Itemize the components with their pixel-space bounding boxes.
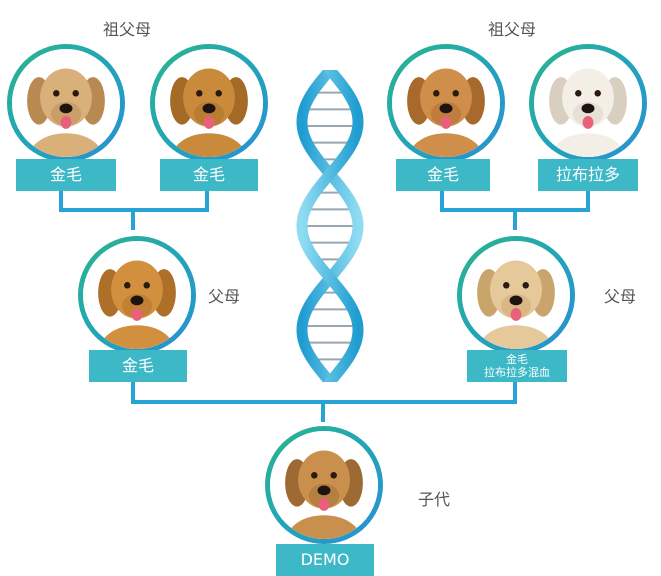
dna-strand-back [296, 70, 364, 382]
connector-gp-left-drop-1 [59, 190, 63, 210]
dna-strand-front [296, 70, 364, 382]
name-tag-child: DEMO [276, 544, 374, 576]
connector-parent-left-drop [131, 382, 135, 402]
name-tag-grandparent-3: 金毛 [396, 159, 490, 191]
offspring-label: 子代 [418, 490, 451, 509]
dog-face-icon [270, 431, 378, 539]
parent-label-right: 父母 [604, 287, 637, 306]
dog-photo-grandparent-1 [7, 44, 125, 162]
name-tag-parent-2: 金毛 拉布拉多混血 [467, 350, 567, 382]
connector-gp-left-stem [131, 208, 135, 230]
connector-gp-right-drop-2 [586, 190, 590, 210]
dog-photo-parent-1 [78, 236, 196, 354]
dog-face-icon [83, 241, 191, 349]
dog-photo-grandparent-2 [150, 44, 268, 162]
dog-photo-grandparent-4 [529, 44, 647, 162]
connector-gp-left-drop-2 [205, 190, 209, 210]
name-tag-parent-2-line2: 拉布拉多混血 [484, 366, 550, 379]
connector-parent-right-drop [513, 382, 517, 402]
name-tag-grandparent-4: 拉布拉多 [538, 159, 638, 191]
parent-label-left: 父母 [208, 287, 241, 306]
dog-face-icon [462, 241, 570, 349]
name-tag-grandparent-1: 金毛 [16, 159, 116, 191]
name-tag-parent-2-line1: 金毛 [506, 353, 528, 366]
connector-child-stem [321, 400, 325, 422]
connector-gp-right-stem [513, 208, 517, 230]
name-tag-parent-1: 金毛 [89, 350, 187, 382]
dog-photo-child [265, 426, 383, 544]
dog-photo-grandparent-3 [387, 44, 505, 162]
dog-face-icon [155, 49, 263, 157]
grandparents-label-left: 祖父母 [103, 20, 152, 39]
dog-face-icon [12, 49, 120, 157]
dog-photo-parent-2 [457, 236, 575, 354]
connector-gp-right-drop-1 [440, 190, 444, 210]
dna-helix-icon [296, 70, 364, 382]
grandparents-label-right: 祖父母 [488, 20, 537, 39]
dog-face-icon [392, 49, 500, 157]
dog-face-icon [534, 49, 642, 157]
name-tag-grandparent-2: 金毛 [160, 159, 258, 191]
